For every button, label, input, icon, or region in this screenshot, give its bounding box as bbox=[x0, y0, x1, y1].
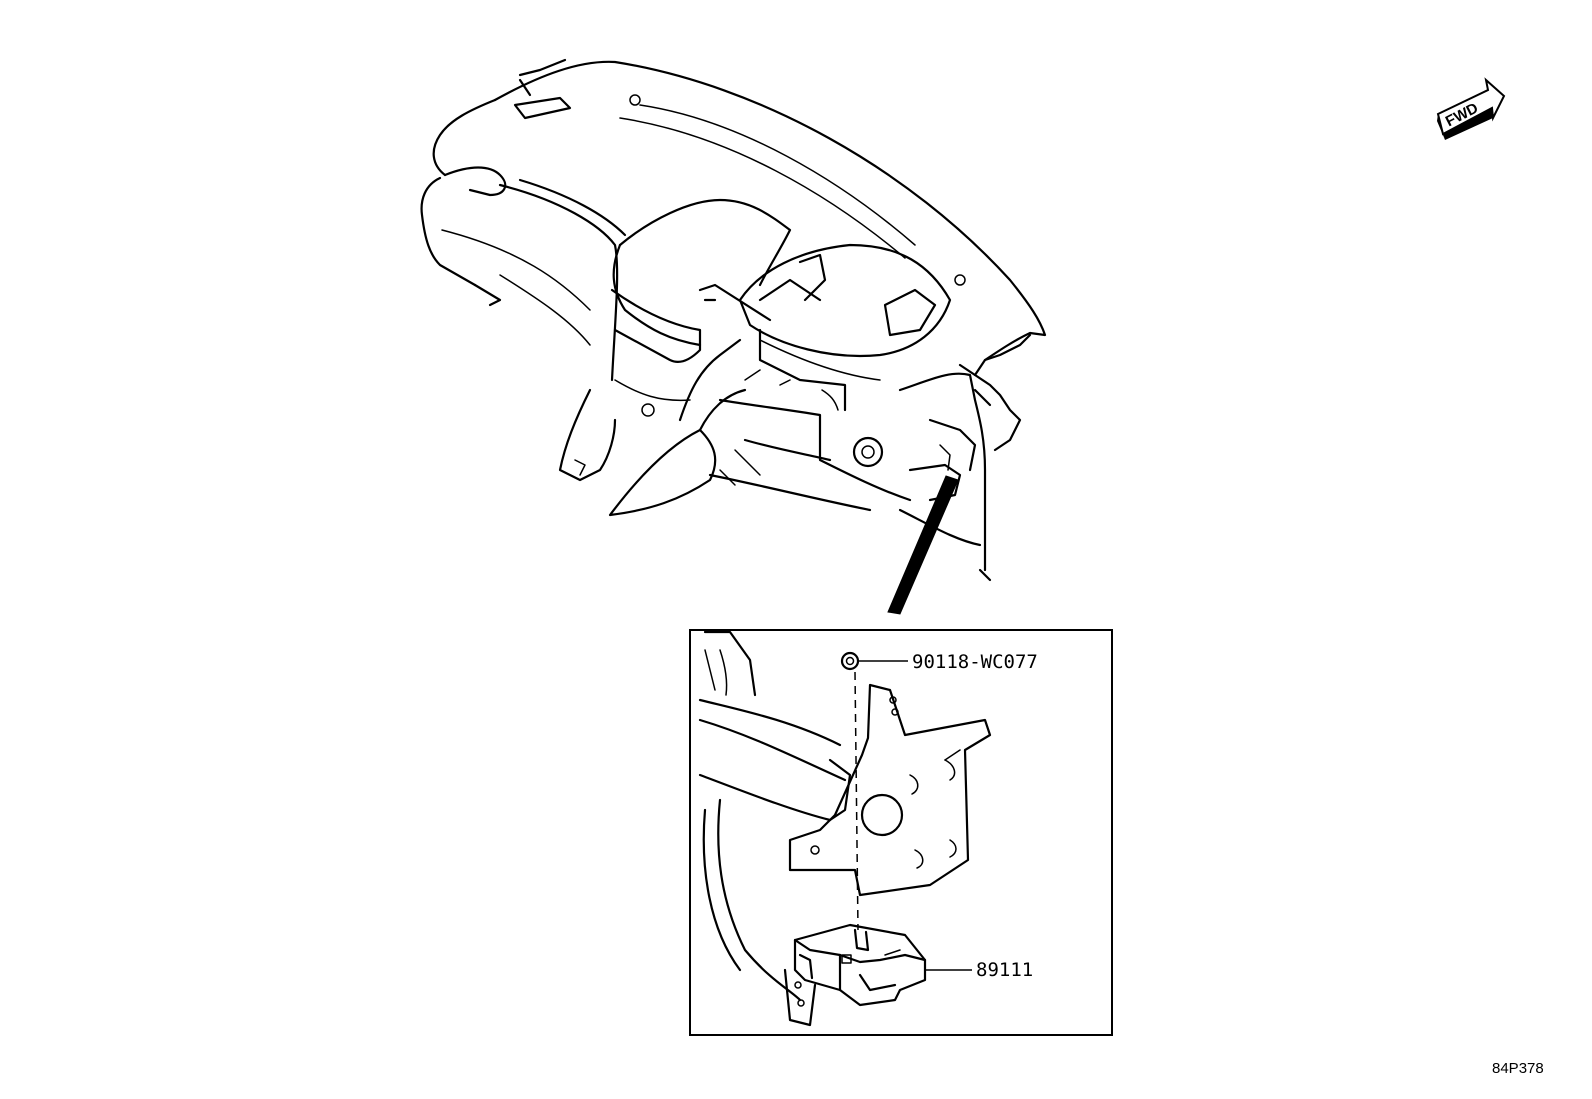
part-callout-nut: 90118-WC077 bbox=[912, 651, 1038, 673]
dashboard-assembly bbox=[420, 58, 1047, 582]
fwd-arrow-icon: FWD bbox=[1436, 77, 1506, 140]
part-callout-ecu: 89111 bbox=[976, 959, 1034, 981]
diagram-id: 84P378 bbox=[1492, 1060, 1544, 1077]
detail-leader-arrow bbox=[887, 475, 959, 615]
detail-box bbox=[689, 629, 1113, 1036]
